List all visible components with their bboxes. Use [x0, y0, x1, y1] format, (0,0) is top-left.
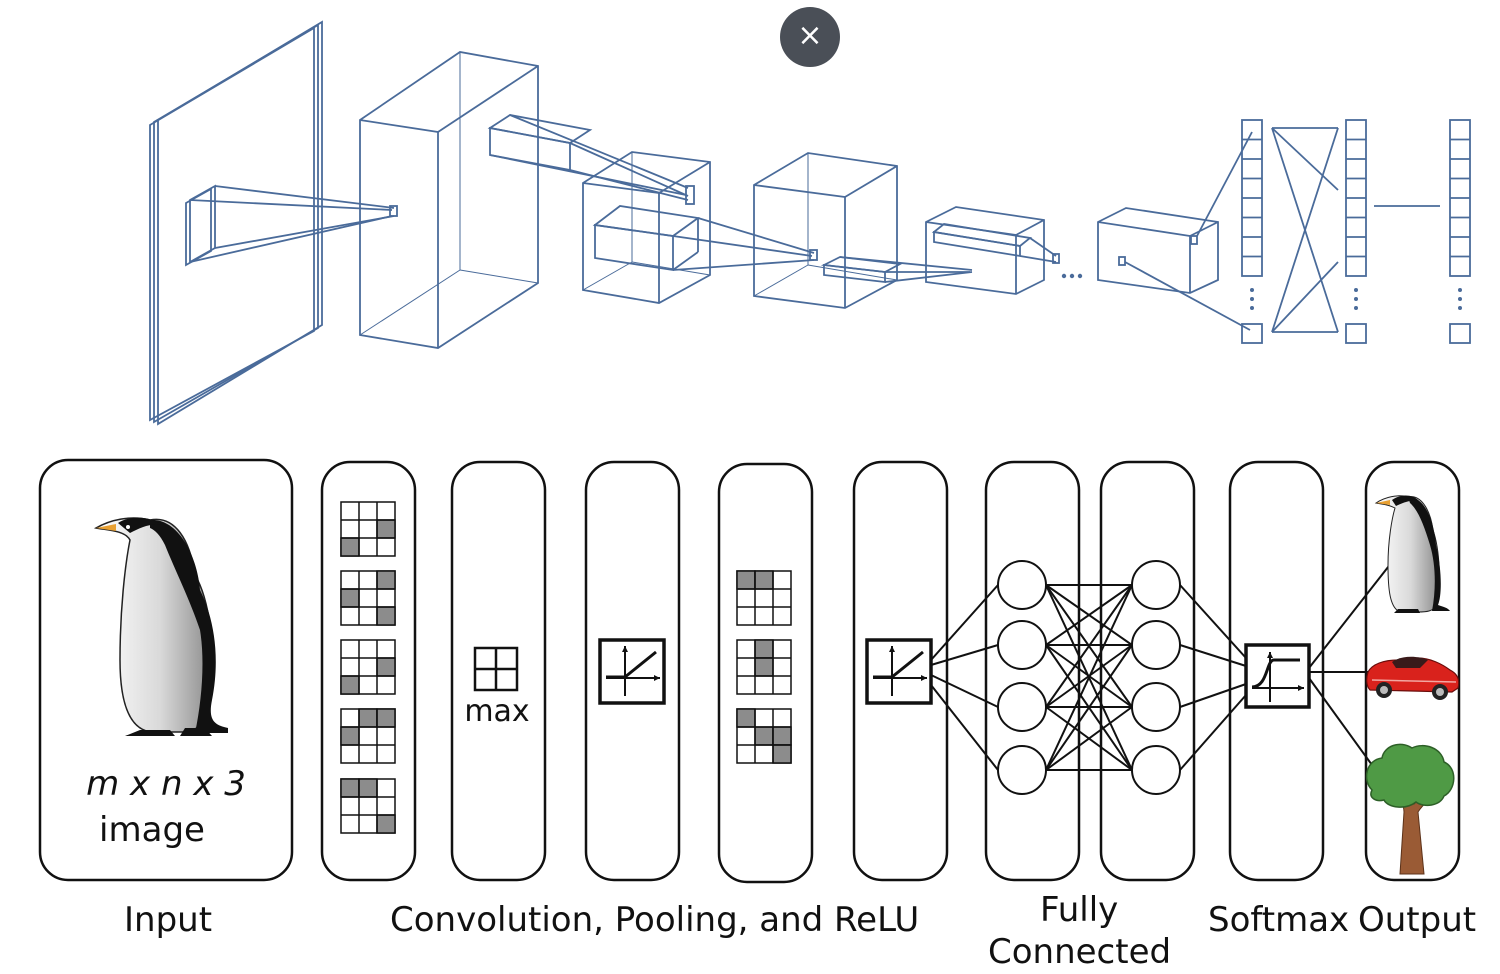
label-input: Input — [124, 900, 213, 940]
conv-kernels-1 — [340, 501, 396, 834]
relu-icon-1 — [598, 638, 666, 705]
penguin-icon — [1374, 495, 1450, 613]
fc-panel-2 — [1099, 460, 1196, 882]
fc-column-1 — [1241, 119, 1263, 344]
fc-vertical-dots — [1250, 288, 1462, 310]
penguin-icon — [93, 517, 228, 736]
conv-block-5 — [1097, 131, 1253, 331]
conv-panel-2 — [717, 462, 814, 884]
fc-network — [930, 584, 1247, 771]
fc-panel-1 — [984, 460, 1081, 882]
ellipsis-dots — [1061, 273, 1083, 279]
neuron — [1131, 560, 1181, 610]
neuron — [997, 560, 1047, 610]
car-icon — [1366, 656, 1460, 700]
input-planes — [149, 20, 398, 426]
relu-panel-1 — [584, 460, 681, 882]
input-panel — [38, 458, 294, 882]
relu-panel-2 — [852, 460, 949, 882]
neuron — [997, 682, 1047, 732]
conv-block-2 — [582, 151, 818, 304]
neuron — [997, 620, 1047, 670]
input-dimensions: m x n x 3 — [86, 764, 246, 804]
fc-connections — [1271, 127, 1440, 333]
fc-column-3 — [1449, 119, 1471, 344]
neuron — [1131, 682, 1181, 732]
close-icon: × — [797, 18, 823, 53]
relu-icon-2 — [865, 638, 933, 705]
conv-panel-1 — [320, 460, 417, 882]
conv-block-4 — [925, 206, 1060, 295]
max-pool-icon — [473, 646, 519, 692]
tree-icon — [1365, 743, 1455, 875]
label-connected: Connected — [988, 932, 1172, 972]
label-output: Output — [1358, 900, 1477, 940]
softmax-icon — [1244, 561, 1393, 766]
label-conv-pool-relu: Convolution, Pooling, and ReLU — [390, 900, 920, 940]
panels — [38, 458, 1461, 884]
fc-neurons — [997, 560, 1181, 795]
conv-kernels-2 — [736, 570, 792, 764]
label-softmax: Softmax — [1208, 900, 1350, 940]
fc-column-2 — [1345, 119, 1367, 344]
neuron — [997, 745, 1047, 795]
input-caption: image — [99, 810, 205, 850]
neuron — [1131, 745, 1181, 795]
cnn-wireframe — [149, 20, 1471, 426]
label-fully: Fully — [1040, 890, 1119, 930]
max-label: max — [464, 694, 530, 729]
conv-block-1 — [359, 51, 695, 349]
close-button[interactable]: × — [780, 7, 840, 67]
conv-block-3 — [753, 152, 973, 309]
pool-panel — [450, 460, 547, 882]
neuron — [1131, 620, 1181, 670]
